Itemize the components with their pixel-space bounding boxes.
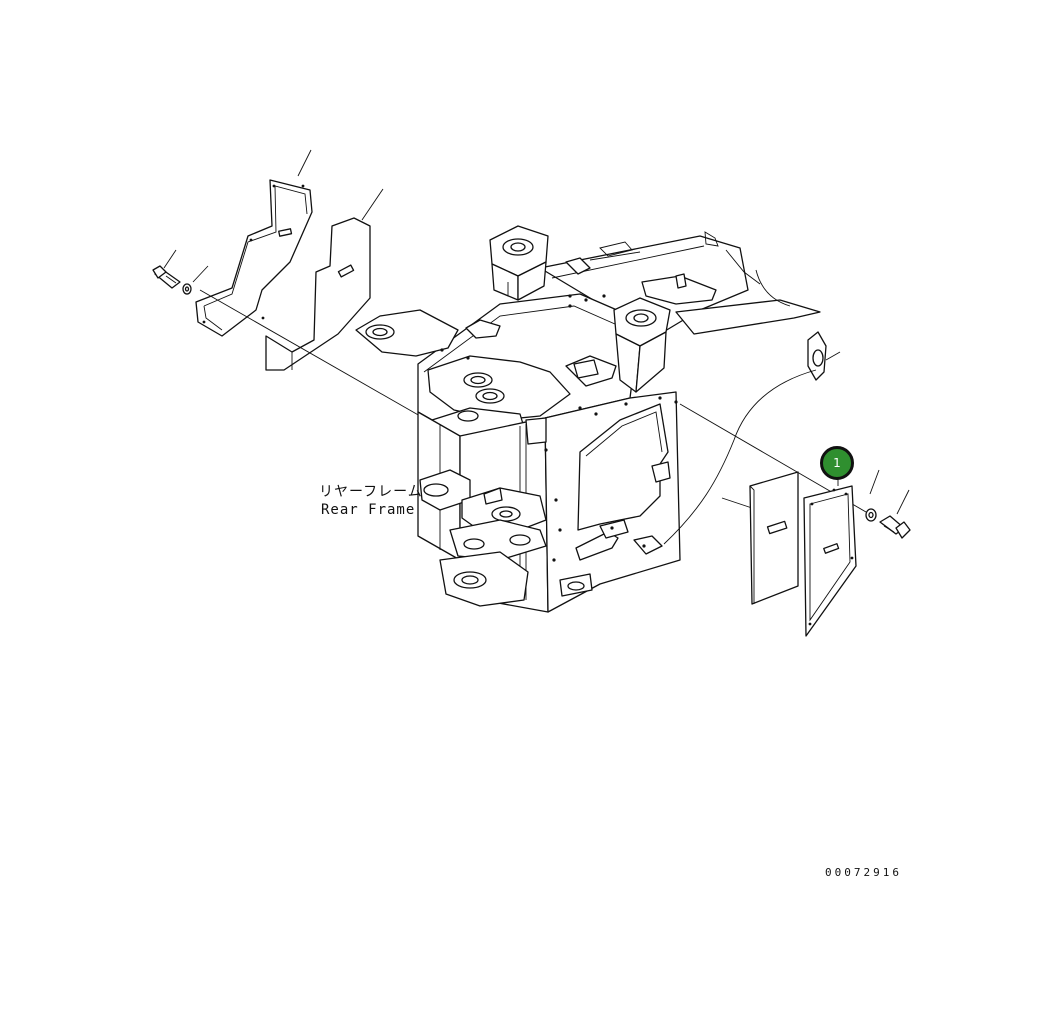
left-cover-plate <box>195 179 313 337</box>
lifting-eye-icon <box>807 331 841 381</box>
left-leader-lines <box>163 149 449 433</box>
rear-frame <box>355 225 821 613</box>
left-bolt-icon <box>152 265 181 289</box>
right-cover-plate <box>803 485 857 637</box>
right-insulation-pad <box>749 471 799 605</box>
left-insulation-pad <box>265 217 371 371</box>
rear-frame-label-en: Rear Frame <box>321 502 416 518</box>
part-callout-1[interactable]: 1 <box>820 446 854 480</box>
rear-frame-label-jp: リヤーフレーム <box>319 484 423 500</box>
left-washer-icon <box>182 283 192 295</box>
right-washer-icon <box>865 508 877 522</box>
drawing-number: 00072916 <box>825 866 902 879</box>
right-bolt-icon <box>879 515 911 539</box>
